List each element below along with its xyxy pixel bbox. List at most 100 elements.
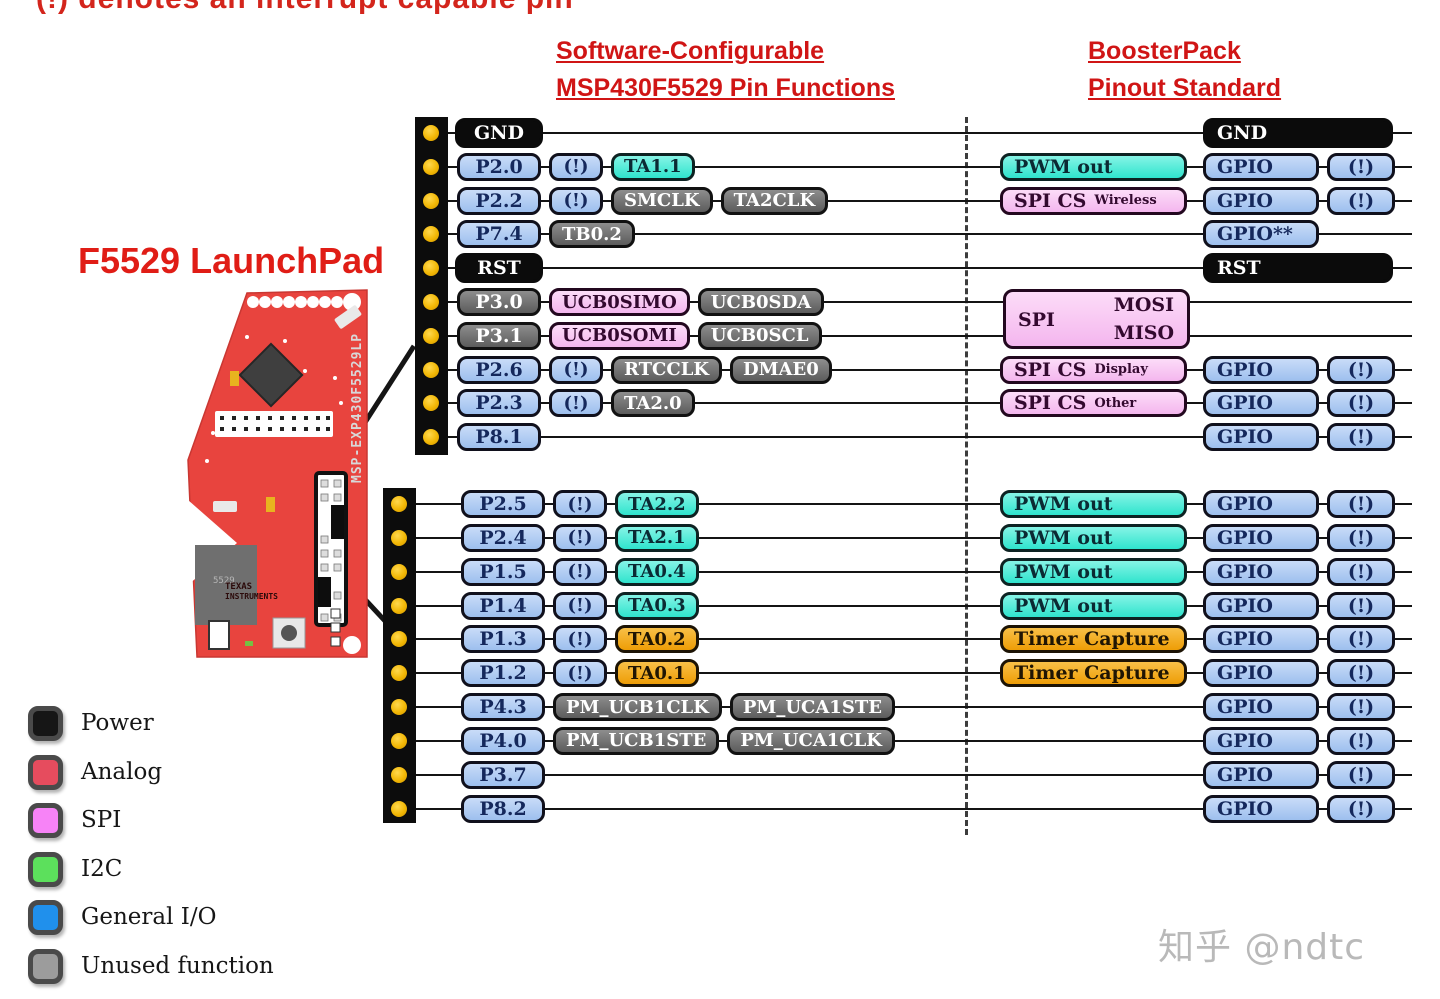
legend-swatch — [28, 948, 63, 984]
legend-swatch — [28, 851, 63, 887]
legend-item-analog: Analog — [28, 754, 162, 790]
func-pill-RTCCLK: RTCCLK — [611, 355, 722, 384]
bp-func-pill-Timer Capture: Timer Capture — [1000, 625, 1187, 654]
legend-label: General I/O — [81, 904, 217, 930]
func-pill-UCB0SOMI: UCB0SOMI — [549, 321, 690, 350]
pin-pill-P2.2: P2.2 — [457, 186, 541, 215]
header-pin-dot — [423, 158, 439, 175]
bp-func-sublabel: Other — [1094, 395, 1137, 411]
bp-power-pill-GND: GND — [1203, 118, 1393, 148]
pin-pill-P2.3: P2.3 — [457, 389, 541, 418]
pin-pill-P2.0: P2.0 — [457, 152, 541, 181]
left-heading-line2: MSP430F5529 Pin Functions — [556, 74, 895, 102]
bp-func-label: PWM out — [1014, 493, 1113, 515]
function-pill-row: (!)TA2.0 — [549, 389, 695, 418]
row-wire — [448, 132, 1412, 134]
header-pin-dot — [391, 563, 407, 580]
function-pill-row: (!)TA2.2 — [553, 490, 699, 518]
bp-func-label: Timer Capture — [1014, 662, 1170, 685]
func-pill-PM_UCB1CLK: PM_UCB1CLK — [553, 693, 722, 722]
function-pill-row: (!) TA0.1 — [553, 659, 699, 688]
bp-gpio-pill: GPIO — [1203, 557, 1319, 586]
row-wire — [448, 436, 1412, 439]
row-wire — [448, 368, 1412, 371]
bp-func-pill-PWM out: PWM out — [1000, 523, 1187, 552]
func-pill-(!): (!) — [549, 355, 603, 384]
bp-gpio-pill: GPIO — [1203, 659, 1319, 688]
legend-label: Power — [81, 710, 154, 736]
board-title: F5529 LaunchPad — [78, 240, 385, 281]
board-silkscreen-text: MSP-EXP430F5529LP — [350, 333, 365, 483]
bp-interrupt-pill: (!) — [1327, 760, 1395, 789]
board-capacitor — [266, 497, 275, 512]
bp-interrupt-pill: (!) — [1327, 152, 1395, 181]
header-pin-dot — [423, 125, 439, 141]
mcu-chip — [238, 342, 304, 408]
bp-gpio-pill: GPIO — [1203, 693, 1319, 722]
bp-gpio-pill: GPIO — [1203, 423, 1319, 452]
bp-func-pill-Timer Capture: Timer Capture — [1000, 659, 1187, 688]
pin-pill-P1.5: P1.5 — [461, 557, 545, 586]
bp-gpio-pill: GPIO — [1203, 355, 1319, 384]
bp-func-pill-SPI CS: SPI CS Display — [1000, 355, 1187, 384]
bp-func-label: Timer Capture — [1014, 628, 1170, 651]
header-pin-dot — [423, 429, 439, 446]
right-heading-line2: Pinout Standard — [1088, 74, 1282, 102]
func-pill-PM_UCB1STE: PM_UCB1STE — [553, 726, 720, 755]
boosterpack-header-pins — [320, 479, 342, 622]
boosterpack-header-highlight — [318, 577, 331, 607]
bp-func-pill-PWM out: PWM out — [1000, 152, 1187, 181]
bp-func-pill-PWM out: PWM out — [1000, 557, 1187, 586]
spi-miso-label: MISO — [1113, 322, 1174, 344]
header-pin-dot — [423, 361, 439, 378]
func-pill-(!): (!) — [553, 625, 607, 654]
func-pill-(!): (!) — [553, 659, 607, 688]
legend-item-unused-function: Unused function — [28, 948, 274, 984]
ti-brand-line1: TEXAS — [225, 582, 252, 592]
header-pin-dot — [391, 732, 407, 749]
row-wire — [448, 301, 1412, 303]
bp-func-sublabel: Wireless — [1094, 193, 1157, 209]
bp-func-sublabel: Display — [1094, 362, 1148, 378]
pin-pill-GND: GND — [455, 118, 543, 148]
row-wire — [448, 267, 1412, 270]
legend-swatch — [28, 706, 63, 741]
func-pill-(!): (!) — [553, 490, 607, 518]
func-pill-TA1.1: TA1.1 — [611, 152, 695, 181]
pin-pill-P8.1: P8.1 — [457, 423, 541, 452]
bp-gpio-pill: GPIO — [1203, 591, 1319, 620]
header-pin-dot — [391, 665, 407, 682]
board-capacitor — [230, 371, 239, 386]
row-wire — [448, 233, 1412, 236]
function-pill-row: (!)TA0.4 — [553, 557, 699, 586]
board-jumper — [208, 620, 230, 650]
func-pill-TB0.2: TB0.2 — [549, 220, 635, 249]
bp-interrupt-pill: (!) — [1327, 523, 1395, 552]
bp-interrupt-pill: (!) — [1327, 490, 1395, 518]
bp-interrupt-pill: (!) — [1327, 794, 1395, 823]
reset-button-cap — [281, 625, 297, 641]
bp-func-label: SPI CS — [1014, 358, 1087, 381]
row-wire — [416, 706, 1412, 709]
pin-pill-P1.4: P1.4 — [461, 591, 545, 620]
row-wire — [416, 672, 1412, 675]
func-pill-TA0.1: TA0.1 — [615, 659, 699, 688]
row-wire — [416, 773, 1412, 776]
bp-gpio-pill: GPIO — [1203, 760, 1319, 789]
bp-interrupt-pill: (!) — [1327, 625, 1395, 654]
bp-interrupt-pill: (!) — [1327, 423, 1395, 452]
bp-func-label: PWM out — [1014, 155, 1113, 178]
bp-gpio-pill: GPIO — [1203, 152, 1319, 181]
spi-block-label: SPI — [1018, 309, 1055, 331]
pin-pill-P3.7: P3.7 — [461, 760, 545, 789]
func-pill-(!): (!) — [549, 152, 603, 181]
bp-gpio-pill: GPIO** — [1203, 220, 1319, 249]
watermark: 知乎 @ndtc — [1158, 927, 1366, 968]
interrupt-note-cutoff: (!) denotes an interrupt capable pin — [36, 0, 574, 16]
func-pill-UCB0SIMO: UCB0SIMO — [549, 288, 690, 316]
func-pill-PM_UCA1STE: PM_UCA1STE — [729, 693, 895, 722]
func-pill-(!): (!) — [553, 557, 607, 586]
function-pill-row: TB0.2 — [549, 220, 635, 249]
